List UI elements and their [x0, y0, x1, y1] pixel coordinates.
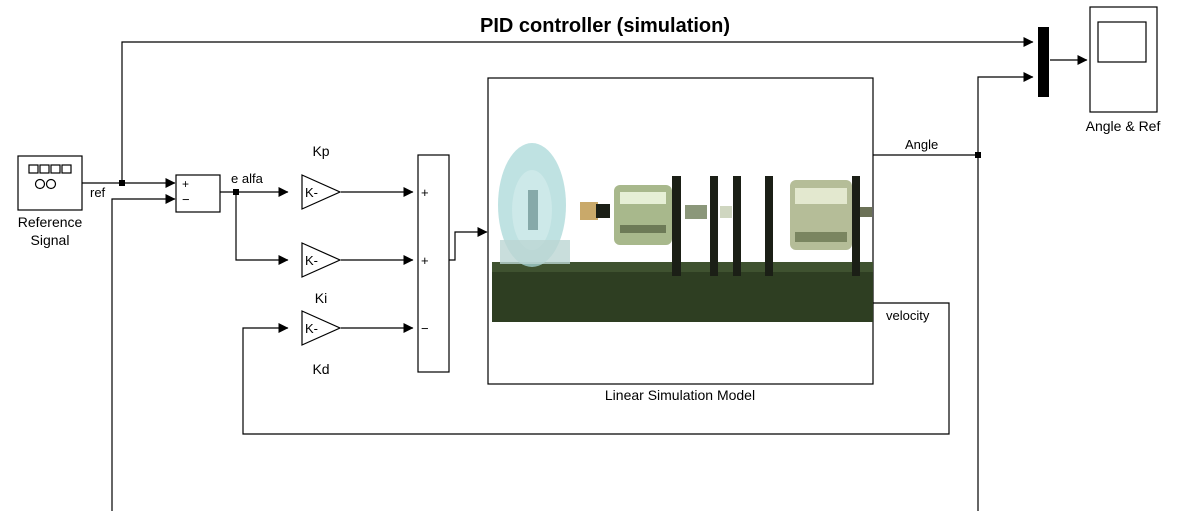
angle-to-scope-line[interactable] — [977, 72, 1034, 511]
gain-ki-label: Ki — [315, 290, 327, 306]
angle-signal-label: Angle — [905, 137, 938, 152]
scope-block[interactable]: Angle & Ref — [1086, 6, 1161, 134]
sum-minus-sign: − — [182, 192, 190, 207]
gain-kd-label: Kd — [312, 361, 329, 377]
plant-image — [492, 143, 873, 322]
gain-kd-block[interactable]: K- Ki Kd — [301, 290, 342, 377]
error-signal-label: e alfa — [231, 171, 264, 186]
reference-signal-label-2: Signal — [31, 232, 70, 248]
sum3-port2-sign: + — [421, 253, 429, 268]
sum-plus-sign: + — [182, 177, 189, 191]
scope-screen-icon — [1097, 21, 1147, 63]
ref-signal-label: ref — [90, 185, 106, 200]
gain-kp-block[interactable]: K- Kp — [301, 143, 342, 210]
gain-ki-block[interactable]: K- — [301, 242, 342, 278]
velocity-signal-label: velocity — [886, 308, 930, 323]
signal-lines — [82, 37, 1088, 511]
gain-kp-label: Kp — [312, 143, 329, 159]
signal-builder-icon — [28, 164, 72, 190]
mux-block[interactable] — [1038, 27, 1049, 97]
plant-block[interactable]: Linear Simulation Model — [487, 77, 874, 403]
ref-to-scope-line[interactable] — [121, 37, 1034, 183]
reference-signal-block[interactable]: Reference Signal — [17, 155, 83, 248]
gain-ki-text: K- — [305, 253, 318, 268]
scope-label: Angle & Ref — [1086, 118, 1161, 134]
sum3-port1-sign: + — [421, 185, 429, 200]
gain-kp-text: K- — [305, 185, 318, 200]
sum3-block[interactable]: + + − — [417, 154, 450, 373]
error-branch-dot — [233, 189, 239, 195]
sum-block[interactable]: + − — [175, 174, 221, 213]
control-signal-line[interactable] — [449, 227, 488, 261]
diagram-title: PID controller (simulation) — [480, 15, 730, 37]
sum3-port3-sign: − — [421, 321, 429, 336]
ref-branch-dot — [119, 180, 125, 186]
reference-signal-label-1: Reference — [18, 214, 83, 230]
error-branch-line[interactable] — [235, 192, 289, 265]
plant-label: Linear Simulation Model — [605, 387, 755, 403]
branch-points — [119, 152, 981, 195]
gain-kd-text: K- — [305, 321, 318, 336]
velocity-feedback-line[interactable] — [242, 302, 950, 435]
feedback-line[interactable] — [111, 194, 176, 511]
angle-branch-dot — [975, 152, 981, 158]
